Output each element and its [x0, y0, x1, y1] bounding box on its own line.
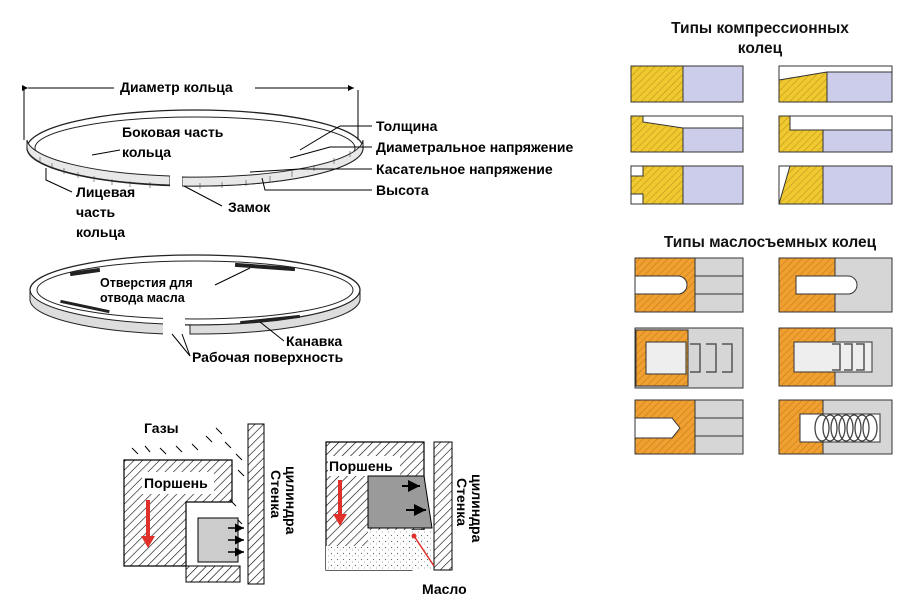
- oil-cylinder-wall: [433, 441, 453, 571]
- thickness-leader: [299, 125, 372, 151]
- side-part-leader: [91, 149, 121, 156]
- oil-type-4: [778, 327, 893, 387]
- oil-leader: [413, 535, 435, 567]
- face-leader: [45, 168, 73, 193]
- oil-ring: [367, 475, 433, 529]
- working-surface-label: Рабочая поверхность: [192, 349, 344, 365]
- ring-gap: [170, 170, 182, 190]
- oil-ring-face-right: [189, 289, 361, 335]
- face-label-2: часть: [76, 204, 116, 220]
- diametral-stress-label: Диаметральное напряжение: [376, 139, 574, 155]
- diameter-label: Диаметр кольца: [120, 79, 233, 95]
- oil-label: Масло: [422, 581, 467, 597]
- oil-type-2: [778, 257, 893, 313]
- oil-ring-inner: [36, 260, 354, 320]
- compression-title-2: колец: [738, 40, 783, 57]
- side-part-label-1: Боковая часть: [122, 124, 224, 140]
- gas-red-arrow-head: [141, 536, 155, 548]
- oil-piston-label: Поршень: [329, 458, 393, 474]
- compression-title-1: Типы компрессионных: [671, 20, 849, 37]
- compression-type-4: [778, 115, 893, 153]
- gases-label: Газы: [144, 420, 179, 436]
- compression-type-1: [630, 65, 744, 103]
- holes-label-1: Отверстия для: [100, 276, 193, 290]
- gas-piston-land: [185, 565, 241, 583]
- thickness-label: Толщина: [376, 118, 438, 134]
- side-part-label-2: кольца: [122, 144, 171, 160]
- ring-diagram: Диаметр кольца Боковая часть кольца Толщ…: [22, 79, 574, 240]
- oil-type-3: [634, 327, 744, 389]
- gas-diagram: Газы Поршень Стенка цилиндра: [123, 420, 299, 585]
- oil-ring-gap: [163, 312, 185, 336]
- oil-piston-label-bg: [328, 456, 400, 476]
- compression-type-5: [630, 165, 744, 205]
- oil-type-6: [778, 399, 893, 455]
- groove-label: Канавка: [286, 333, 342, 349]
- oil-leader-dot: [411, 533, 417, 539]
- compression-type-2: [778, 65, 893, 103]
- oil-ring-diagram: Отверстия для отвода масла Канавка Рабоч…: [29, 254, 361, 365]
- oil-ring-slots: [60, 262, 301, 325]
- gas-pressure-arrows: [228, 523, 244, 557]
- tangential-stress-label: Касательное напряжение: [376, 161, 553, 177]
- working-surface-leader-1: [171, 333, 191, 357]
- compression-type-3: [630, 115, 744, 153]
- oil-diagram: Поршень Стенка цилиндра Масло: [325, 441, 485, 597]
- diametral-leader: [289, 146, 372, 159]
- lock-leader: [183, 185, 223, 207]
- oil-ring-types: Типы маслосъемных колец: [634, 234, 893, 455]
- working-surface-leader-2: [181, 333, 191, 357]
- gas-wall-label-2: цилиндра: [283, 466, 299, 535]
- oil-wall-label-2: цилиндра: [469, 474, 485, 543]
- holes-label-2: отвода масла: [100, 291, 186, 305]
- oil-red-arrow-head: [333, 514, 347, 526]
- tangential-leader: [249, 168, 372, 173]
- gas-wall-label-1: Стенка: [268, 470, 284, 518]
- gas-piston-label: Поршень: [144, 475, 208, 491]
- height-leader: [261, 177, 372, 191]
- oil-type-1: [634, 257, 744, 313]
- face-label-3: кольца: [76, 224, 125, 240]
- ring-texture: [39, 151, 351, 189]
- oil-film-area: [326, 530, 412, 570]
- oil-type-5: [634, 399, 744, 455]
- face-label-1: Лицевая: [76, 184, 135, 200]
- holes-leader: [214, 267, 251, 286]
- height-label: Высота: [376, 182, 429, 198]
- lock-label: Замок: [228, 199, 271, 215]
- oil-types-title: Типы маслосъемных колец: [664, 234, 877, 251]
- gas-cylinder-wall: [247, 423, 265, 585]
- ring-face-right: [181, 139, 364, 187]
- gas-piston-label-bg: [142, 472, 214, 494]
- oil-pressure-arrows: [402, 480, 426, 516]
- oil-wall-label-1: Стенка: [454, 478, 470, 526]
- compression-ring-types: Типы компрессионных колец: [630, 20, 893, 205]
- compression-type-6: [778, 165, 893, 205]
- groove-leader: [259, 321, 285, 342]
